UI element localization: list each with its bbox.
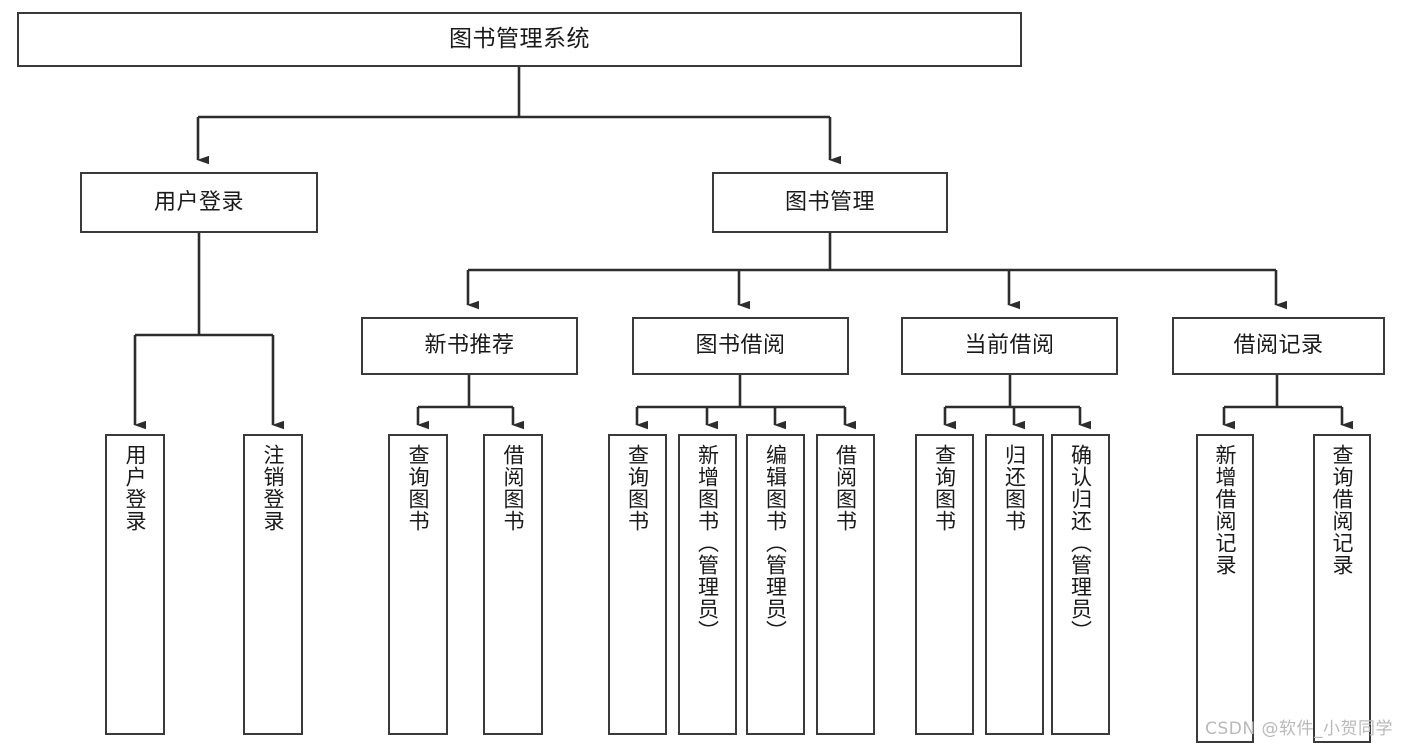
node-borrow-record-label: 借阅记录 (1233, 333, 1324, 359)
node-book-management[interactable]: 图书管理 (712, 172, 948, 233)
node-leaf-borrow-book-1-label: 借阅图书 (501, 444, 526, 532)
node-leaf-logout[interactable]: 注销登录 (243, 434, 303, 735)
node-leaf-query-record[interactable]: 查询借阅记录 (1313, 434, 1371, 743)
node-leaf-query-record-label: 查询借阅记录 (1330, 444, 1355, 576)
node-leaf-query-book-2-label: 查询图书 (625, 444, 650, 532)
node-leaf-query-book-1-label: 查询图书 (406, 444, 431, 532)
node-current-borrow-label: 当前借阅 (964, 333, 1055, 359)
node-leaf-logout-label: 注销登录 (261, 444, 286, 532)
csdn-watermark: CSDN @软件_小贺同学 (1205, 719, 1393, 739)
node-book-management-label: 图书管理 (784, 189, 875, 215)
node-leaf-add-book[interactable]: 新增图书（管理员） (678, 434, 737, 735)
node-leaf-add-record[interactable]: 新增借阅记录 (1196, 434, 1254, 743)
node-new-book-recommend-label: 新书推荐 (424, 333, 515, 359)
node-leaf-borrow-book-1[interactable]: 借阅图书 (483, 434, 543, 735)
node-leaf-query-book-3-label: 查询图书 (932, 444, 957, 532)
node-book-borrow[interactable]: 图书借阅 (632, 317, 849, 375)
node-borrow-record[interactable]: 借阅记录 (1172, 317, 1385, 375)
node-leaf-user-login[interactable]: 用户登录 (105, 434, 165, 735)
node-leaf-add-book-label: 新增图书（管理员） (695, 444, 720, 642)
node-book-borrow-label: 图书借阅 (695, 333, 786, 359)
node-root[interactable]: 图书管理系统 (17, 12, 1022, 67)
node-leaf-add-record-label: 新增借阅记录 (1213, 444, 1238, 576)
node-current-borrow[interactable]: 当前借阅 (901, 317, 1118, 375)
node-leaf-return-book-label: 归还图书 (1002, 444, 1027, 532)
node-leaf-query-book-2[interactable]: 查询图书 (608, 434, 667, 735)
node-leaf-edit-book-label: 编辑图书（管理员） (763, 444, 788, 642)
node-user-login[interactable]: 用户登录 (80, 172, 318, 233)
node-leaf-return-book[interactable]: 归还图书 (985, 434, 1044, 735)
node-leaf-borrow-book-2[interactable]: 借阅图书 (816, 434, 875, 735)
node-leaf-query-book-1[interactable]: 查询图书 (388, 434, 448, 735)
node-leaf-user-login-label: 用户登录 (123, 444, 148, 532)
node-leaf-borrow-book-2-label: 借阅图书 (833, 444, 858, 532)
node-leaf-confirm-return-label: 确认归还（管理员） (1068, 444, 1093, 642)
node-root-label: 图书管理系统 (449, 25, 590, 52)
node-leaf-query-book-3[interactable]: 查询图书 (915, 434, 974, 735)
node-new-book-recommend[interactable]: 新书推荐 (361, 317, 578, 375)
node-user-login-label: 用户登录 (153, 189, 244, 215)
node-leaf-edit-book[interactable]: 编辑图书（管理员） (746, 434, 805, 735)
node-leaf-confirm-return[interactable]: 确认归还（管理员） (1051, 434, 1110, 735)
